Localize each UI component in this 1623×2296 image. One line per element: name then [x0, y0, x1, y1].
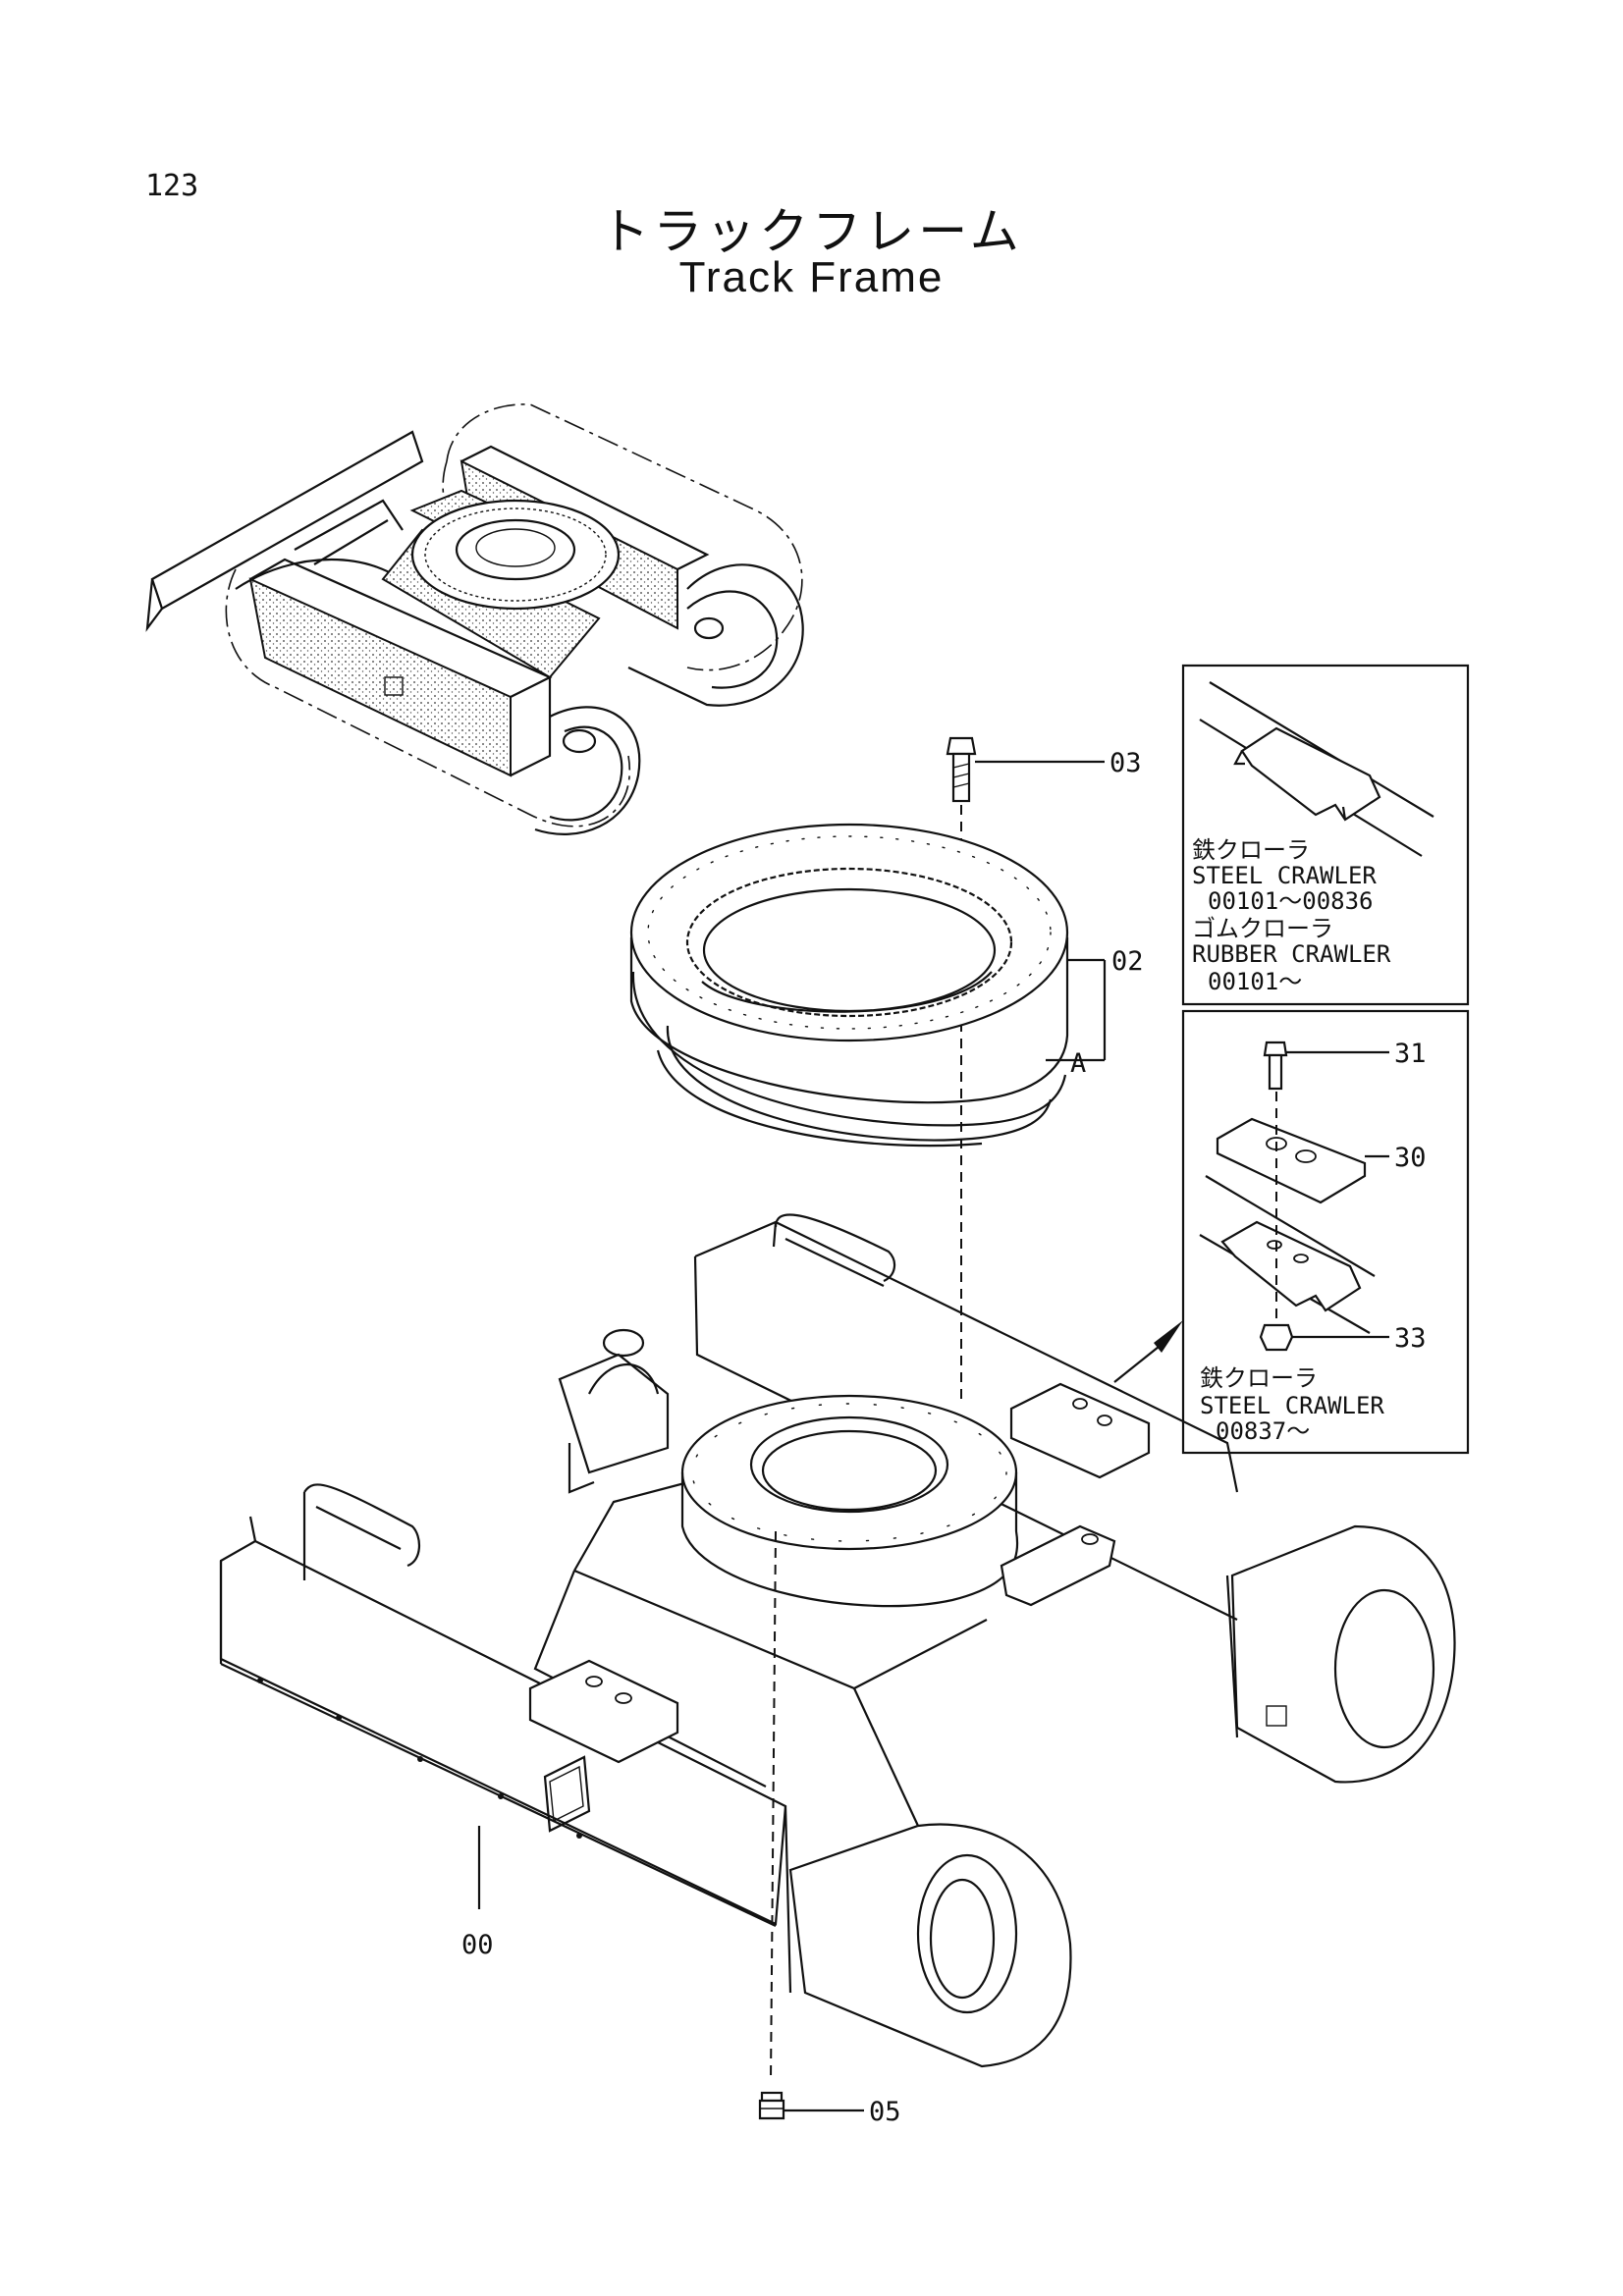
upper-box-line6: 00101～	[1208, 968, 1302, 995]
lower-box-line1: 鉄クローラ	[1200, 1364, 1318, 1392]
grease-fitting-drawing	[758, 2091, 864, 2120]
upper-box-line1: 鉄クローラ	[1192, 836, 1310, 864]
bolt-03-drawing	[946, 736, 1105, 803]
detail-box-upper	[1181, 664, 1470, 1006]
callout-a: A	[1070, 1048, 1086, 1079]
title-english: Track Frame	[678, 253, 945, 301]
callout-05: 05	[869, 2097, 901, 2127]
callout-30: 30	[1394, 1143, 1427, 1173]
upper-box-line2: STEEL CRAWLER	[1192, 862, 1377, 889]
upper-box-line4: ゴムクローラ	[1192, 915, 1333, 942]
assembly-centerline-fitting	[770, 1530, 777, 2082]
callout-03: 03	[1109, 748, 1142, 778]
undercarriage-overview	[145, 403, 804, 835]
track-frame-drawing	[219, 1213, 1456, 2068]
swing-bearing-drawing	[629, 823, 1107, 1148]
detail-box-lower	[1113, 1009, 1470, 1455]
lower-box-line2: STEEL CRAWLER	[1200, 1392, 1384, 1419]
callout-31: 31	[1394, 1039, 1427, 1069]
upper-box-line5: RUBBER CRAWLER	[1192, 940, 1391, 968]
title-japanese: トラックフレーム	[600, 203, 1023, 260]
callout-00: 00	[461, 1930, 494, 1960]
callout-02: 02	[1111, 946, 1144, 977]
page-number: 123	[145, 169, 199, 203]
lower-box-line3: 00837～	[1216, 1417, 1310, 1445]
callout-33: 33	[1394, 1323, 1427, 1354]
upper-box-line3: 00101～00836	[1208, 887, 1374, 915]
